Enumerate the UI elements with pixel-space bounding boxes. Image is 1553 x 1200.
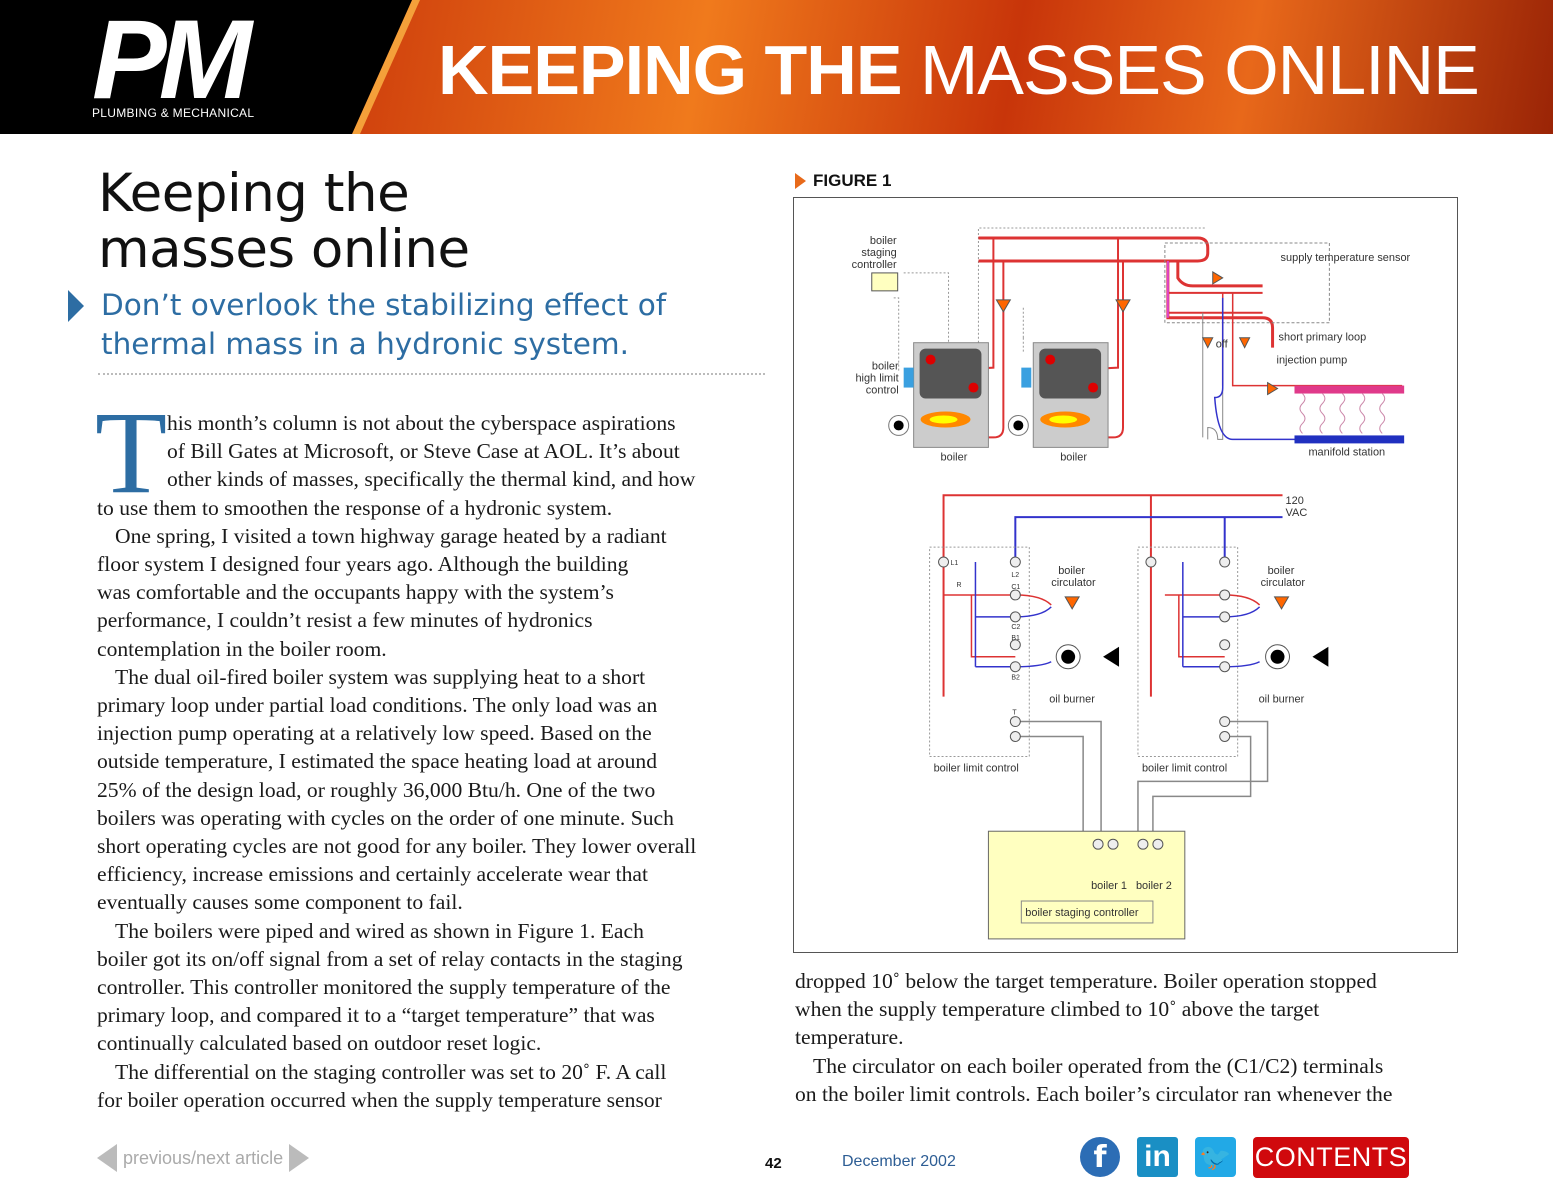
text-line: The dual oil-fired boiler system was sup…: [115, 664, 646, 689]
boiler-2-icon: [1007, 342, 1109, 448]
terminal-label: C2: [1011, 624, 1020, 631]
staging-controller-box: [871, 272, 899, 292]
figure-arrow-icon: [795, 173, 806, 189]
text-line: dropped 10˚ below the target temperature…: [795, 969, 1377, 993]
body-column-right: dropped 10˚ below the target temperature…: [795, 967, 1392, 1108]
nav-label[interactable]: previous/next article: [123, 1147, 284, 1168]
text-line: One spring, I visited a town highway gar…: [115, 523, 667, 548]
headline-line: Keeping the: [98, 163, 410, 224]
label-boiler: boiler: [941, 451, 968, 463]
page-number: 42: [765, 1155, 782, 1172]
text-line: eventually causes some component to fail…: [97, 890, 463, 915]
figure-1-diagram: boiler staging controller boiler high li…: [793, 197, 1458, 953]
pm-logo: PM: [92, 0, 252, 122]
text-line: for boiler operation occurred when the s…: [97, 1087, 662, 1112]
label-oil-burner: oil burner: [1259, 694, 1305, 706]
label-short-loop: short primary loop: [1279, 332, 1367, 344]
label-boiler: boiler: [1060, 451, 1087, 463]
label-staging: staging: [861, 247, 896, 259]
label-circulator: boiler: [1058, 565, 1085, 577]
terminal-label: B2: [1011, 675, 1020, 682]
text-line: short operating cycles are not good for …: [97, 834, 697, 859]
text-line: injection pump operating at a relatively…: [97, 721, 652, 746]
label-staging: controller: [852, 259, 897, 271]
terminal-label: B1: [1011, 635, 1020, 642]
label-manifold: manifold station: [1308, 446, 1385, 458]
label-circulator: boiler: [1268, 565, 1295, 577]
previous-arrow-icon[interactable]: [97, 1144, 117, 1172]
label-vac: VAC: [1286, 507, 1308, 519]
label-circulator: circulator: [1261, 577, 1306, 589]
text-line: The boilers were piped and wired as show…: [115, 918, 644, 943]
pm-logo-subtitle: PLUMBING & MECHANICAL: [92, 106, 255, 120]
text-line: boiler got its on/off signal from a set …: [97, 946, 683, 971]
label-limit-control: boiler limit control: [934, 762, 1019, 774]
terminal-label: R: [957, 582, 962, 589]
article-subtitle: Don’t overlook the stabilizing effect of…: [101, 288, 667, 361]
text-line: when the supply temperature climbed to 1…: [795, 997, 1320, 1022]
text-line: continually calculated based on outdoor …: [97, 1031, 542, 1056]
drop-cap: T: [95, 387, 168, 518]
label-circulator: circulator: [1051, 577, 1096, 589]
headline-line: masses online: [98, 219, 470, 280]
subtitle-arrow-icon: [68, 290, 84, 322]
label-limit-control: boiler limit control: [1142, 762, 1227, 774]
text-line: temperature.: [795, 1025, 904, 1050]
text-line: other kinds of masses, specifically the …: [167, 467, 696, 492]
twitter-icon[interactable]: 🐦: [1195, 1137, 1236, 1177]
piping-wiring-diagram: boiler staging controller boiler high li…: [852, 227, 1411, 940]
label-oil-burner: oil burner: [1049, 694, 1095, 706]
header-logo-panel: [0, 0, 412, 134]
terminal-label: C1: [1011, 584, 1020, 591]
label-relay: boiler 1: [1091, 880, 1127, 892]
text-line: of Bill Gates at Microsoft, or Steve Cas…: [167, 439, 680, 464]
text-line: primary loop under partial load conditio…: [97, 693, 658, 718]
text-line: floor system I designed four years ago. …: [97, 552, 629, 577]
text-line: 25% of the design load, or roughly 36,00…: [97, 777, 656, 802]
label-120: 120: [1286, 495, 1304, 507]
contents-button[interactable]: CONTENTS: [1253, 1137, 1409, 1178]
linkedin-icon[interactable]: in: [1137, 1137, 1178, 1177]
text-line: on the boiler limit controls. Each boile…: [795, 1081, 1393, 1106]
banner-title-light: MASSES ONLINE: [919, 31, 1480, 109]
banner-title: KEEPING THE MASSES ONLINE: [438, 30, 1480, 110]
terminal-label: T: [1012, 710, 1017, 717]
previous-next-article-nav[interactable]: previous/next article: [97, 1144, 310, 1172]
label-off: off: [1216, 339, 1229, 351]
text-line: contemplation in the boiler room.: [97, 636, 387, 661]
label-high-limit: boiler: [872, 361, 899, 373]
label-high-limit: high limit: [855, 373, 898, 385]
text-line: to use them to smoothen the response of …: [97, 495, 613, 520]
banner-title-bold: KEEPING THE: [438, 31, 903, 109]
text-line: outside temperature, I estimated the spa…: [97, 749, 658, 774]
label-high-limit: control: [866, 385, 899, 397]
text-line: The differential on the staging controll…: [115, 1059, 667, 1084]
figure-label: FIGURE 1: [813, 171, 892, 190]
label-controller: boiler staging controller: [1025, 907, 1139, 919]
next-arrow-icon[interactable]: [289, 1144, 310, 1172]
facebook-icon[interactable]: f: [1080, 1137, 1120, 1177]
text-line: primary loop, and compared it to a “targ…: [97, 1003, 655, 1028]
text-line: The circulator on each boiler operated f…: [813, 1053, 1384, 1078]
text-line: his month’s column is not about the cybe…: [167, 411, 676, 435]
text-line: was comfortable and the occupants happy …: [97, 580, 614, 605]
label-relay: boiler 2: [1136, 880, 1172, 892]
text-line: efficiency, increase emissions and certa…: [97, 862, 648, 887]
label-supply-sensor: supply temperature sensor: [1281, 252, 1411, 264]
boiler-1-icon: [888, 342, 989, 448]
label-injection-pump: injection pump: [1277, 355, 1348, 367]
text-line: controller. This controller monitored th…: [97, 975, 671, 1000]
body-column-left: his month’s column is not about the cybe…: [97, 409, 696, 1114]
issue-date: December 2002: [842, 1153, 956, 1170]
text-line: performance, I couldn’t resist a few min…: [97, 608, 593, 633]
terminal-label: L2: [1011, 572, 1019, 579]
dotted-divider: [98, 373, 765, 375]
terminal-label: L1: [951, 560, 959, 567]
label-staging: boiler: [870, 235, 897, 247]
text-line: boilers was operating with cycles on the…: [97, 805, 674, 830]
